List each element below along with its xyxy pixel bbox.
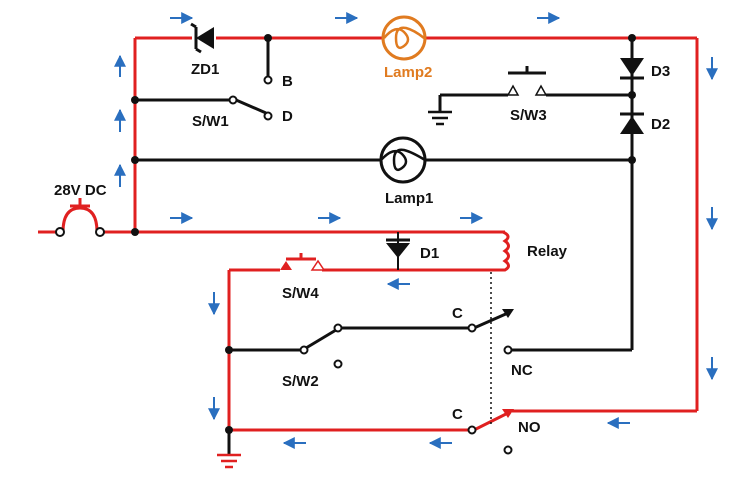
relay-contact-no-tip xyxy=(502,409,514,418)
terminals xyxy=(228,75,513,455)
supply-label: 28V DC xyxy=(54,182,107,199)
push-button-icon xyxy=(280,253,326,271)
contact-no-label: NO xyxy=(518,419,541,436)
contact-c-bottom-label: C xyxy=(452,406,463,423)
current-arrow-icon xyxy=(114,12,718,449)
lamp2 xyxy=(381,15,427,61)
d3-label: D3 xyxy=(651,63,670,80)
d1-label: D1 xyxy=(420,245,439,262)
contact-c-top-label: C xyxy=(452,305,463,322)
push-button-icon xyxy=(506,66,548,96)
terminal-d-label: D xyxy=(282,108,293,125)
lamp1 xyxy=(379,136,427,184)
lamp2-label: Lamp2 xyxy=(384,64,432,81)
d2-label: D2 xyxy=(651,116,670,133)
contact-nc-label: NC xyxy=(511,362,533,379)
diode-icon xyxy=(386,232,410,270)
energized-wires xyxy=(38,36,699,432)
sw4-label: S/W4 xyxy=(282,285,319,302)
diode-icon xyxy=(620,58,644,80)
supply-switch xyxy=(55,198,105,237)
sw3-label: S/W3 xyxy=(510,107,547,124)
ground-icon xyxy=(428,110,452,126)
neutral-wires xyxy=(135,38,634,455)
zd1-label: ZD1 xyxy=(191,61,219,78)
terminal-b-label: B xyxy=(282,73,293,90)
lamp1-label: Lamp1 xyxy=(385,190,433,207)
sw1-label: S/W1 xyxy=(192,113,229,130)
diode-icon xyxy=(620,112,644,134)
relay-contact-nc-tip xyxy=(502,309,514,318)
zener-diode-icon xyxy=(190,22,214,54)
relay-label: Relay xyxy=(527,243,568,260)
sw2-label: S/W2 xyxy=(282,373,319,390)
ground-icon xyxy=(217,453,241,469)
junction-dots xyxy=(131,34,636,434)
